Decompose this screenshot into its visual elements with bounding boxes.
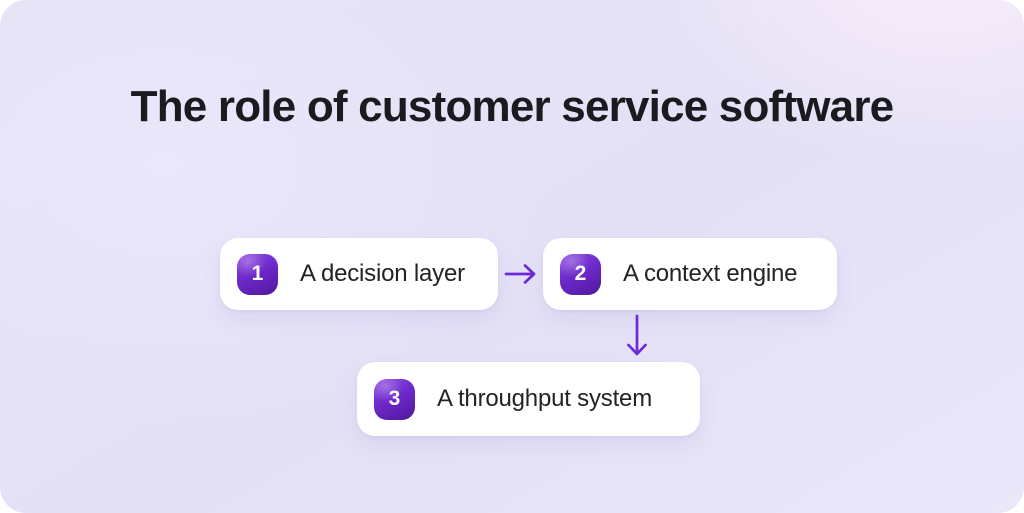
flow-card-throughput-system: 3 A throughput system: [357, 362, 700, 436]
arrow-down-icon: [627, 314, 647, 356]
arrow-right-icon: [504, 264, 536, 284]
flow-card-decision-layer: 1 A decision layer: [220, 238, 498, 310]
step-3-badge: 3: [374, 378, 415, 420]
flow-card-context-engine: 2 A context engine: [543, 238, 837, 310]
step-2-badge: 2: [560, 253, 601, 295]
step-1-badge: 1: [237, 253, 278, 295]
flow-card-label: A context engine: [623, 260, 798, 287]
flow-card-label: A decision layer: [300, 260, 465, 287]
flow-card-label: A throughput system: [437, 385, 652, 412]
page-title: The role of customer service software: [130, 82, 894, 131]
